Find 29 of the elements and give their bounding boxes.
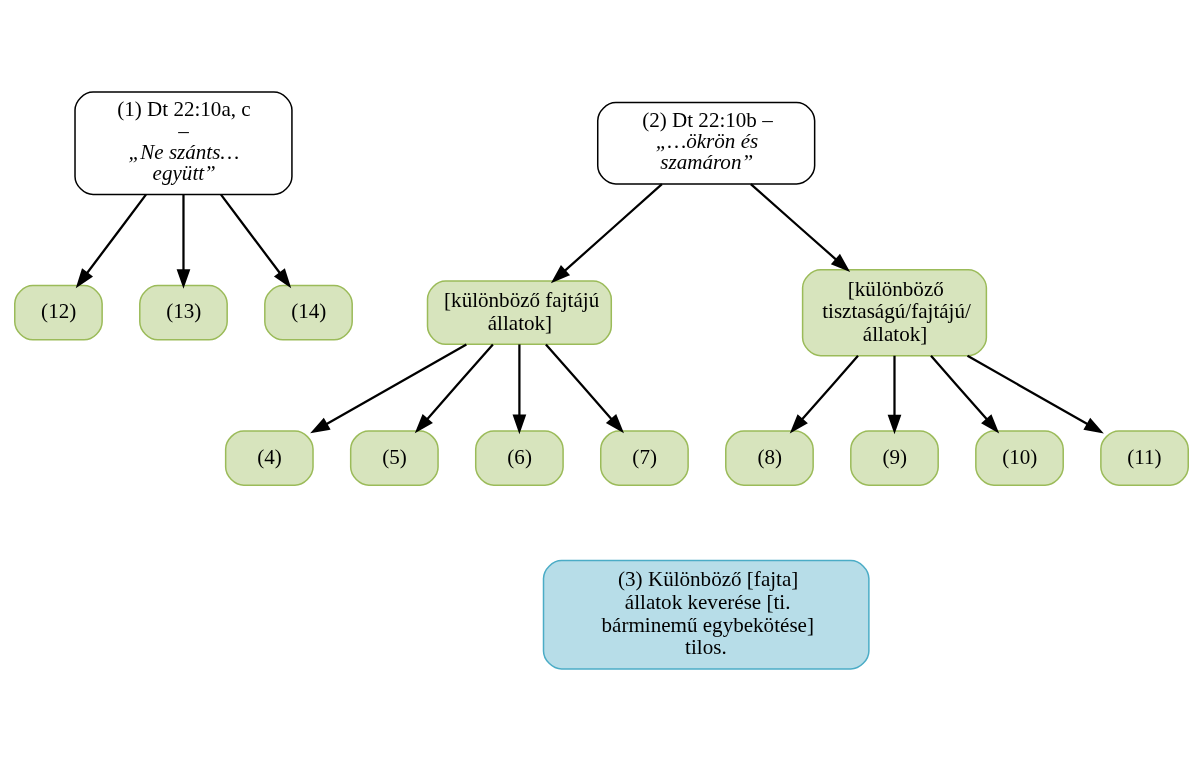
arrow [512,343,527,434]
arrow [887,355,902,434]
node-box: (1) Dt 22:10a, c – „Ne szánts… együtt” [74,90,293,195]
node-box: (3) Különböző [fajta] állatok keverése [ti. bárminemű egybekötése] tilos. [542,559,870,670]
arrow [545,343,624,433]
node-box: [különböző fajtájú állatok] [426,279,613,345]
node-box: (10) [975,429,1064,486]
node-box: [különböző tisztaságú/fajtájú/ állatok] [801,268,988,356]
arrow [930,354,1000,433]
arrow [750,182,851,272]
arrow [966,354,1104,433]
arrow [550,182,663,283]
node-box: (13) [139,284,228,341]
node-box: (11) [1100,429,1189,486]
node-box: (9) [850,429,939,486]
node-box: (6) [474,429,564,486]
node-box: (14) [264,284,353,341]
node-box: (2) Dt 22:10b – „…ökrön és szamáron” [596,101,816,185]
arrow [789,354,859,433]
arrow [220,193,292,288]
node-box: (5) [349,429,439,486]
arrow [310,342,467,433]
arrow [414,343,494,433]
node-box: (4) [224,429,314,486]
node-box: (12) [14,284,103,341]
arrow [176,194,191,289]
node-box: (8) [725,429,814,486]
node-box: (7) [600,429,689,486]
arrow [75,193,147,288]
